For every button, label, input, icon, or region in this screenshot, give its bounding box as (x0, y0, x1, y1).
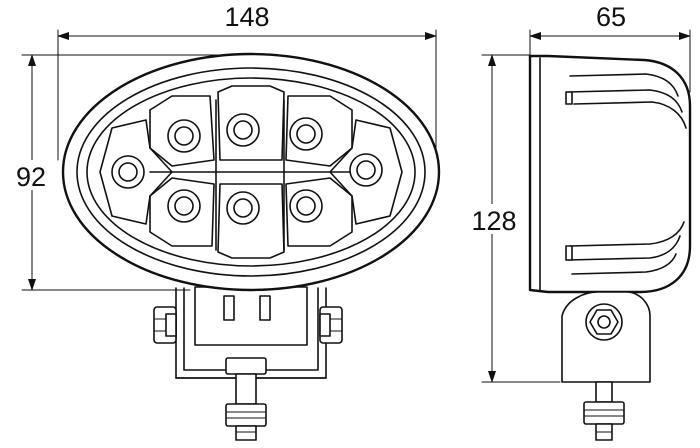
led-emitter (289, 117, 323, 151)
led-emitter (167, 189, 201, 223)
side-housing (528, 54, 692, 294)
led-emitter (226, 113, 260, 147)
side-width-label: 65 (596, 2, 626, 32)
dimension-front-height: 92 (10, 54, 231, 291)
reflector-cell (285, 177, 353, 247)
dimension-side-width: 65 (529, 2, 691, 93)
led-emitter (349, 153, 383, 187)
led-emitter (167, 119, 201, 153)
front-bracket (153, 286, 343, 441)
side-height-label: 128 (471, 206, 516, 236)
led-emitter (111, 155, 145, 189)
reflector-cell (217, 85, 285, 161)
front-height-label: 92 (16, 162, 46, 192)
reflector-cell (99, 119, 173, 225)
reflector-cell (329, 119, 403, 225)
front-lens-rim (86, 77, 416, 267)
front-view (61, 52, 441, 441)
dimension-side-height: 128 (466, 54, 561, 383)
led-emitter (289, 189, 323, 223)
front-width-label: 148 (224, 2, 269, 32)
reflector-cell (149, 177, 215, 247)
led-reflector-array (99, 85, 403, 259)
reflector-cell (217, 183, 285, 259)
front-housing-inner (76, 67, 426, 277)
led-group (111, 113, 383, 225)
side-view (528, 54, 692, 441)
dimension-front-width: 148 (57, 2, 437, 161)
led-emitter (226, 191, 260, 225)
